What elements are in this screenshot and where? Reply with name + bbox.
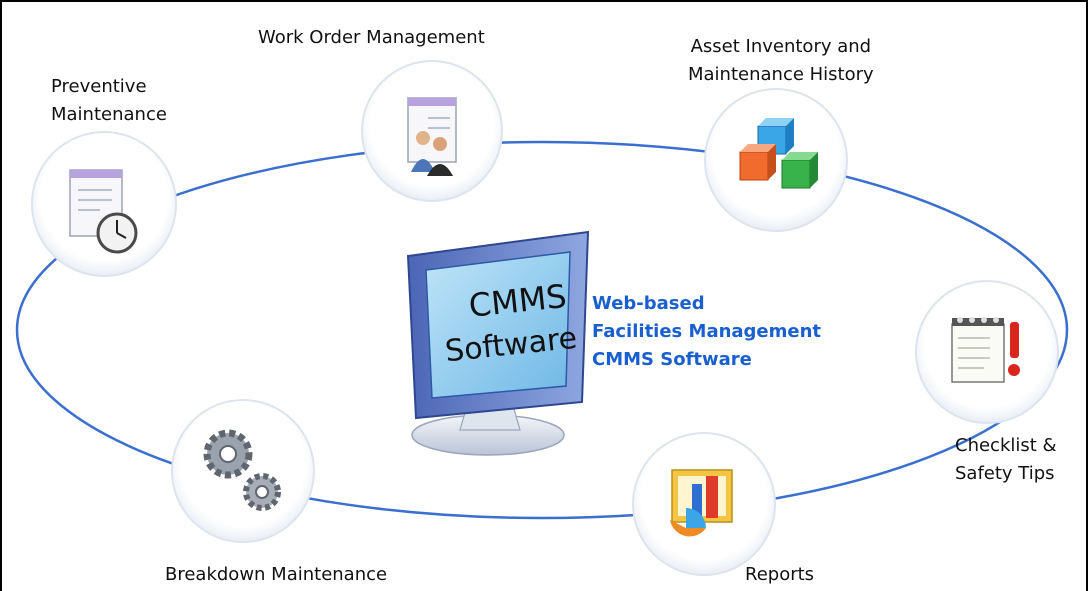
center-title-line-2: Facilities Management [592, 321, 822, 342]
label-breakdown: Breakdown Maintenance [165, 564, 388, 585]
center-title-line-1: Web-based [592, 293, 705, 314]
notepad-exclamation-icon [951, 317, 1020, 383]
document-people-icon [407, 97, 457, 176]
center-title-line-3: CMMS Software [592, 349, 752, 370]
node-circle-breakdown [171, 399, 315, 543]
label-checklist: Checklist & Safety Tips [955, 435, 1057, 484]
document-clock-icon [69, 169, 138, 254]
center-title: Web-based Facilities Management CMMS Sof… [592, 290, 821, 374]
gears-icon [203, 429, 281, 511]
label-preventive: Preventive Maintenance [51, 76, 167, 125]
label-reports: Reports [745, 564, 815, 585]
label-work-order: Work Order Management [258, 27, 485, 48]
colored-cubes-icon [739, 118, 818, 189]
label-asset: Asset Inventory and Maintenance History [688, 36, 874, 85]
monitor-icon: CMMS Software [406, 230, 590, 456]
charts-icon [670, 469, 733, 537]
connection-ring [15, 140, 1069, 520]
